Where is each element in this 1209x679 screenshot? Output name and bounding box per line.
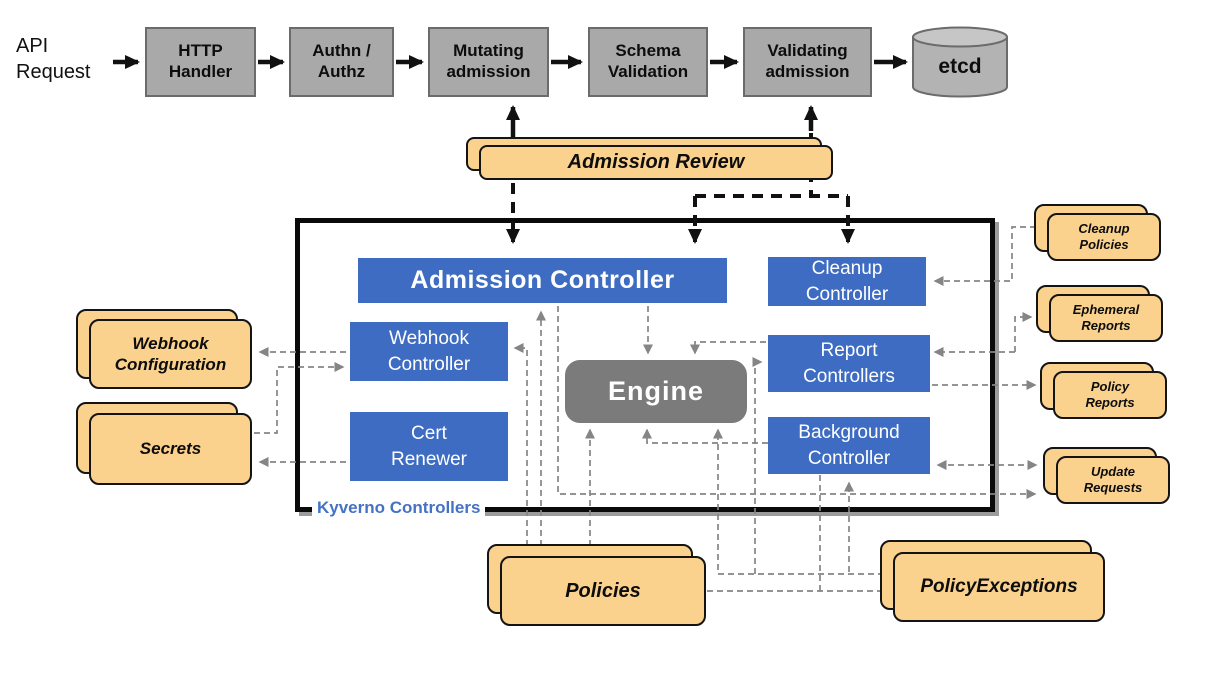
secrets-card: Secrets bbox=[89, 413, 252, 485]
cleanup-controller-label: Cleanup Controller bbox=[805, 257, 889, 305]
stage-authn-authz-label: Authn / Authz bbox=[312, 41, 371, 81]
cert-renewer-node: Cert Renewer bbox=[350, 412, 508, 481]
stage-schema-validation-label: Schema Validation bbox=[607, 41, 689, 81]
policy-exceptions-label: PolicyExceptions bbox=[920, 576, 1078, 598]
secrets-label: Secrets bbox=[139, 439, 202, 459]
update-requests-card: Update Requests bbox=[1056, 456, 1170, 504]
stage-http-handler-label: HTTP Handler bbox=[168, 41, 233, 81]
policies-label: Policies bbox=[565, 579, 641, 602]
ephemeral-reports-card: Ephemeral Reports bbox=[1049, 294, 1163, 342]
etcd-label: etcd bbox=[938, 55, 982, 78]
cert-renewer-label: Cert Renewer bbox=[390, 422, 468, 470]
webhook-configuration-card: Webhook Configuration bbox=[89, 319, 252, 389]
conn-bus-to-ephemeralreports bbox=[1014, 312, 1033, 352]
admission-controller-label: Admission Controller bbox=[410, 265, 675, 294]
report-controllers-node: Report Controllers bbox=[768, 335, 930, 392]
background-controller-node: Background Controller bbox=[768, 417, 930, 474]
api-request-label: API Request bbox=[16, 35, 91, 83]
webhook-controller-node: Webhook Controller bbox=[350, 322, 508, 381]
database-cylinder-icon bbox=[912, 26, 1008, 98]
stage-validating-admission: Validating admission bbox=[743, 27, 872, 97]
report-controllers-label: Report Controllers bbox=[803, 339, 895, 387]
stage-validating-admission-label: Validating admission bbox=[765, 41, 850, 81]
background-controller-label: Background Controller bbox=[798, 421, 900, 469]
stage-authn-authz: Authn / Authz bbox=[289, 27, 394, 97]
webhook-controller-label: Webhook Controller bbox=[387, 327, 471, 375]
admission-review-card: Admission Review bbox=[479, 145, 833, 180]
engine-node: Engine bbox=[565, 360, 747, 423]
webhook-configuration-label: Webhook Configuration bbox=[114, 333, 227, 374]
policy-reports-label: Policy Reports bbox=[1085, 378, 1135, 410]
ephemeral-reports-label: Ephemeral Reports bbox=[1072, 301, 1140, 333]
policies-card: Policies bbox=[500, 556, 706, 626]
cleanup-policies-label: Cleanup Policies bbox=[1078, 220, 1130, 252]
etcd-datastore: etcd bbox=[911, 25, 1009, 98]
cleanup-policies-card: Cleanup Policies bbox=[1047, 213, 1161, 261]
kyverno-controllers-box-label: Kyverno Controllers bbox=[312, 498, 486, 518]
stage-mutating-admission-label: Mutating admission bbox=[446, 41, 531, 81]
stage-schema-validation: Schema Validation bbox=[588, 27, 708, 97]
policy-exceptions-card: PolicyExceptions bbox=[893, 552, 1105, 622]
admission-controller-node: Admission Controller bbox=[358, 258, 727, 303]
cleanup-controller-node: Cleanup Controller bbox=[768, 257, 926, 306]
stage-mutating-admission: Mutating admission bbox=[428, 27, 549, 97]
stage-http-handler: HTTP Handler bbox=[145, 27, 256, 97]
admission-review-label: Admission Review bbox=[567, 151, 745, 173]
update-requests-label: Update Requests bbox=[1083, 463, 1143, 495]
policy-reports-card: Policy Reports bbox=[1053, 371, 1167, 419]
engine-label: Engine bbox=[607, 376, 704, 406]
